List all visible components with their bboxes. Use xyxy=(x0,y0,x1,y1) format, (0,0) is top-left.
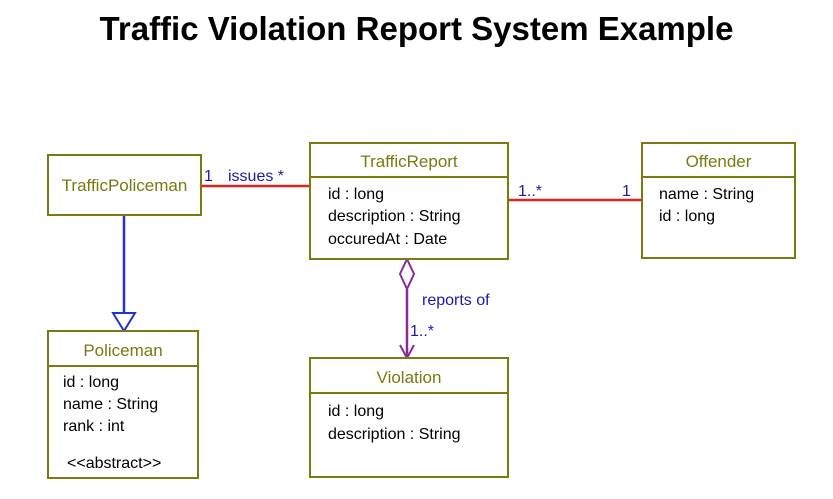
class-traffic-policeman: TrafficPoliceman xyxy=(47,154,202,216)
class-offender: Offender name : String id : long xyxy=(641,142,796,259)
association-name-issues: issues * xyxy=(228,168,284,185)
class-violation: Violation id : long description : String xyxy=(309,357,509,478)
class-policeman: Policeman id : long name : String rank :… xyxy=(47,330,199,479)
attribute: id : long xyxy=(328,403,384,420)
aggregation-diamond xyxy=(398,256,416,292)
attribute: name : String xyxy=(659,186,754,203)
class-name-traffic-report: TrafficReport xyxy=(360,152,458,171)
attribute: name : String xyxy=(63,396,158,413)
multiplicity-label: 1 xyxy=(622,183,631,200)
attribute: id : long xyxy=(659,208,715,225)
diagram-title: Traffic Violation Report System Example xyxy=(99,10,734,47)
multiplicity-label: 1..* xyxy=(410,323,434,340)
attribute: occuredAt : Date xyxy=(328,231,447,248)
attribute: rank : int xyxy=(63,418,125,435)
attribute: id : long xyxy=(63,374,119,391)
class-name-traffic-policeman: TrafficPoliceman xyxy=(62,176,188,195)
class-traffic-report: TrafficReport id : long description : St… xyxy=(309,142,509,260)
multiplicity-label: 1..* xyxy=(518,183,542,200)
attribute: id : long xyxy=(328,186,384,203)
stereotype-label: <<abstract>> xyxy=(67,455,161,472)
attribute: description : String xyxy=(328,208,461,225)
class-name-policeman: Policeman xyxy=(83,341,162,360)
attribute: description : String xyxy=(328,426,461,443)
generalization-arrowhead xyxy=(111,312,137,333)
multiplicity-label: 1 xyxy=(204,168,213,185)
class-name-offender: Offender xyxy=(686,152,752,171)
class-name-violation: Violation xyxy=(377,368,442,387)
association-name-reports-of: reports of xyxy=(422,292,490,309)
